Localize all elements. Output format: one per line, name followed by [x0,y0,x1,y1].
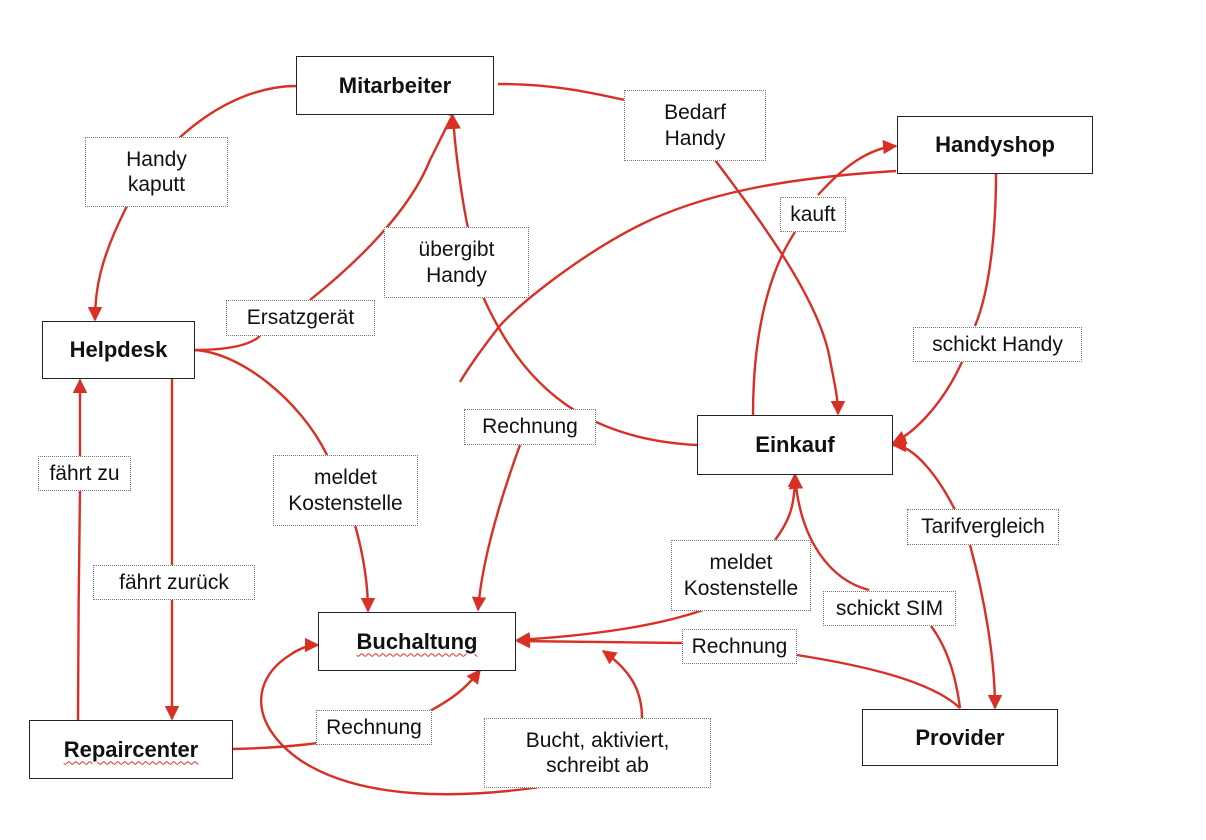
edge-bucht-aktiviert-upper [601,650,644,719]
node-handyshop[interactable]: Handyshop [897,116,1093,174]
edge-label-rechnung-provider: Rechnung [682,629,797,664]
edge-label-schickt-sim: schickt SIM [823,591,956,626]
node-label: Repaircenter [63,736,199,762]
edge-label-bedarf-handy: Bedarf Handy [624,90,766,161]
edge-meldet-kostenstelle-einkauf [515,608,704,647]
node-repaircenter[interactable]: Repaircenter [29,720,233,779]
edge-meldet-kostenstelle-helpdesk [193,348,368,611]
edge-label-meldet-kostenstelle-einkauf: meldet Kostenstelle [671,540,811,611]
node-mitarbeiter[interactable]: Mitarbeiter [296,56,494,115]
edge-tarifvergleich-lower [968,544,1003,710]
node-label: Provider [915,724,1005,750]
edge-bucht-aktiviert [259,637,554,796]
edge-label-ersatzgeraet: Ersatzgerät [226,300,375,336]
node-label: Handyshop [935,132,1055,157]
edge-rechnung-provider [517,641,961,709]
edge-faehrt-zu [78,380,80,721]
edge-label-rechnung-repaircenter: Rechnung [316,710,432,745]
edge-label-meldet-kostenstelle-helpdesk: meldet Kostenstelle [273,455,418,526]
edge-label-bucht-aktiviert: Bucht, aktiviert, schreibt ab [484,718,711,788]
edge-label-schickt-handy: schickt Handy [913,327,1082,362]
edge-schickt-sim [795,476,962,709]
node-label: Helpdesk [69,337,168,362]
edge-tarifvergleich [891,437,957,511]
node-label: Einkauf [755,432,835,457]
node-helpdesk[interactable]: Helpdesk [42,321,195,379]
edge-label-handy-kaputt: Handy kaputt [85,137,228,207]
edge-meldet-kostenstelle-einkauf-upper [774,472,803,541]
node-label: Mitarbeiter [338,72,452,98]
edge-label-kauft: kauft [780,197,846,232]
edge-label-uebergibt-handy: übergibt Handy [384,227,529,298]
node-provider[interactable]: Provider [862,709,1058,766]
edge-bedarf-handy [497,82,838,414]
edge-label-faehrt-zurueck: fährt zurück [93,565,255,600]
edge-schickt-handy [893,172,998,443]
node-label: Buchaltung [356,628,478,654]
node-einkauf[interactable]: Einkauf [697,415,893,475]
edge-label-rechnung-handyshop: Rechnung [464,409,596,445]
node-buchaltung[interactable]: Buchaltung [318,612,516,671]
edge-rechnung-handyshop [458,169,897,610]
edge-label-faehrt-zu: fährt zu [38,456,131,491]
edge-kauft [751,146,896,416]
edge-label-tarifvergleich: Tarifvergleich [907,509,1059,545]
